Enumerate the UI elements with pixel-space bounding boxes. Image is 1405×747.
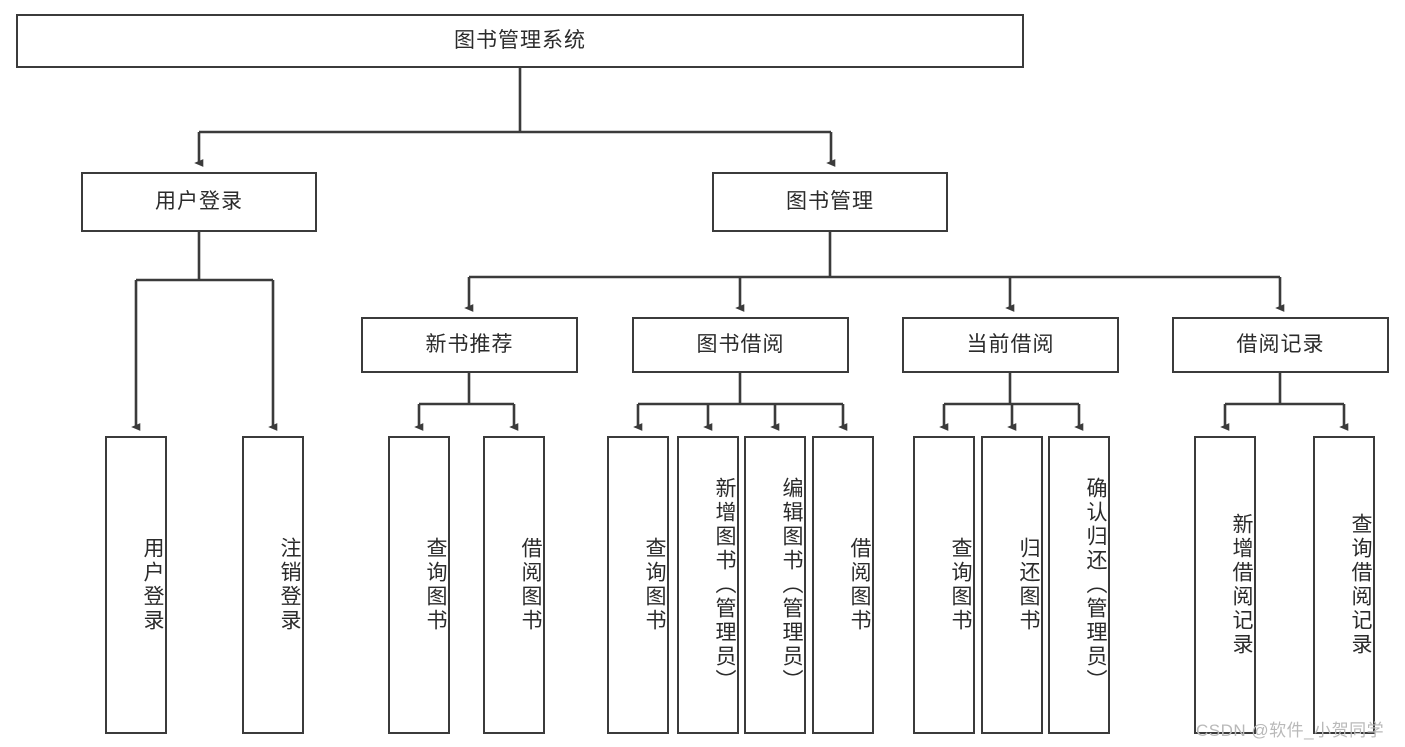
node-leaf-query-book-3[interactable]: 查询图书: [913, 436, 975, 734]
node-leaf-query-book-2[interactable]: 查询图书: [607, 436, 669, 734]
node-leaf-edit-book-label: 编辑图书（管理员）: [780, 477, 803, 693]
node-leaf-return-book-label: 归还图书: [1017, 537, 1040, 633]
node-leaf-query-record[interactable]: 查询借阅记录: [1313, 436, 1375, 734]
node-book-management-label: 图书管理: [786, 190, 874, 214]
node-leaf-user-login-label: 用户登录: [141, 537, 164, 633]
node-leaf-borrow-book-2[interactable]: 借阅图书: [812, 436, 874, 734]
node-leaf-borrow-book-2-label: 借阅图书: [848, 537, 871, 633]
node-leaf-add-book-label: 新增图书（管理员）: [713, 477, 736, 693]
node-leaf-add-book[interactable]: 新增图书（管理员）: [677, 436, 739, 734]
node-leaf-add-record-label: 新增借阅记录: [1230, 513, 1253, 657]
node-book-borrow-label: 图书借阅: [696, 333, 785, 357]
node-leaf-confirm-return-label: 确认归还（管理员）: [1084, 477, 1107, 693]
node-user-login[interactable]: 用户登录: [81, 172, 317, 232]
node-borrow-record[interactable]: 借阅记录: [1172, 317, 1389, 373]
node-user-login-label: 用户登录: [155, 190, 243, 214]
node-leaf-edit-book[interactable]: 编辑图书（管理员）: [744, 436, 806, 734]
node-book-management[interactable]: 图书管理: [712, 172, 948, 232]
node-leaf-query-book-1-label: 查询图书: [424, 537, 447, 633]
node-leaf-borrow-book-1[interactable]: 借阅图书: [483, 436, 545, 734]
node-leaf-logout-label: 注销登录: [278, 537, 301, 633]
node-leaf-borrow-book-1-label: 借阅图书: [519, 537, 542, 633]
node-leaf-query-book-2-label: 查询图书: [643, 537, 666, 633]
node-current-borrow[interactable]: 当前借阅: [902, 317, 1119, 373]
watermark-text: CSDN @软件_小贺同学: [1196, 721, 1385, 740]
node-new-book-recommend-label: 新书推荐: [425, 333, 514, 357]
node-root[interactable]: 图书管理系统: [16, 14, 1024, 68]
node-new-book-recommend[interactable]: 新书推荐: [361, 317, 578, 373]
node-leaf-query-record-label: 查询借阅记录: [1349, 513, 1372, 657]
node-leaf-query-book-1[interactable]: 查询图书: [388, 436, 450, 734]
node-leaf-user-login[interactable]: 用户登录: [105, 436, 167, 734]
node-borrow-record-label: 借阅记录: [1236, 333, 1325, 357]
node-book-borrow[interactable]: 图书借阅: [632, 317, 849, 373]
watermark: CSDN @软件_小贺同学: [1196, 716, 1384, 741]
node-root-label: 图书管理系统: [454, 29, 586, 53]
node-current-borrow-label: 当前借阅: [966, 333, 1055, 357]
node-leaf-return-book[interactable]: 归还图书: [981, 436, 1043, 734]
node-leaf-logout[interactable]: 注销登录: [242, 436, 304, 734]
node-leaf-confirm-return[interactable]: 确认归还（管理员）: [1048, 436, 1110, 734]
node-leaf-add-record[interactable]: 新增借阅记录: [1194, 436, 1256, 734]
node-leaf-query-book-3-label: 查询图书: [949, 537, 972, 633]
